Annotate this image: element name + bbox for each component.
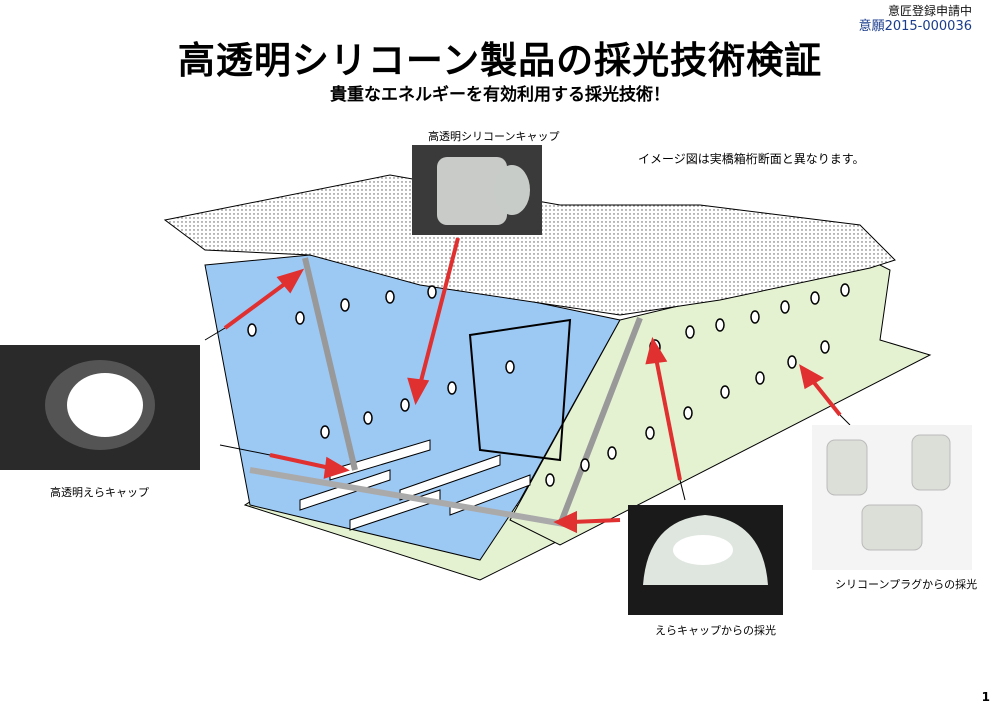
silicone-cap-photo	[412, 145, 542, 235]
era-cap-photo	[0, 345, 200, 470]
registration-status: 意匠登録申請中	[887, 4, 972, 18]
label-era-cap-light: えらキャップからの採光	[655, 624, 776, 637]
label-silicone-cap: 高透明シリコーンキャップ	[428, 130, 560, 143]
disclaimer-note: イメージ図は実橋箱桁断面と異なります。	[638, 152, 865, 166]
label-era-cap: 高透明えらキャップ	[50, 486, 149, 499]
deck-slab	[163, 174, 896, 316]
silicone-plug-photo	[812, 425, 972, 570]
light-arrows	[223, 237, 842, 534]
era-cap-light-photo	[628, 505, 783, 615]
label-silicone-plug-light: シリコーンプラグからの採光	[835, 578, 978, 591]
page-title: 高透明シリコーン製品の採光技術検証	[177, 39, 823, 82]
page-subtitle: 貴重なエネルギーを有効利用する採光技術！	[330, 85, 670, 105]
page-number: 1	[981, 690, 990, 704]
registration-number: 意願2015-000036	[858, 19, 972, 34]
